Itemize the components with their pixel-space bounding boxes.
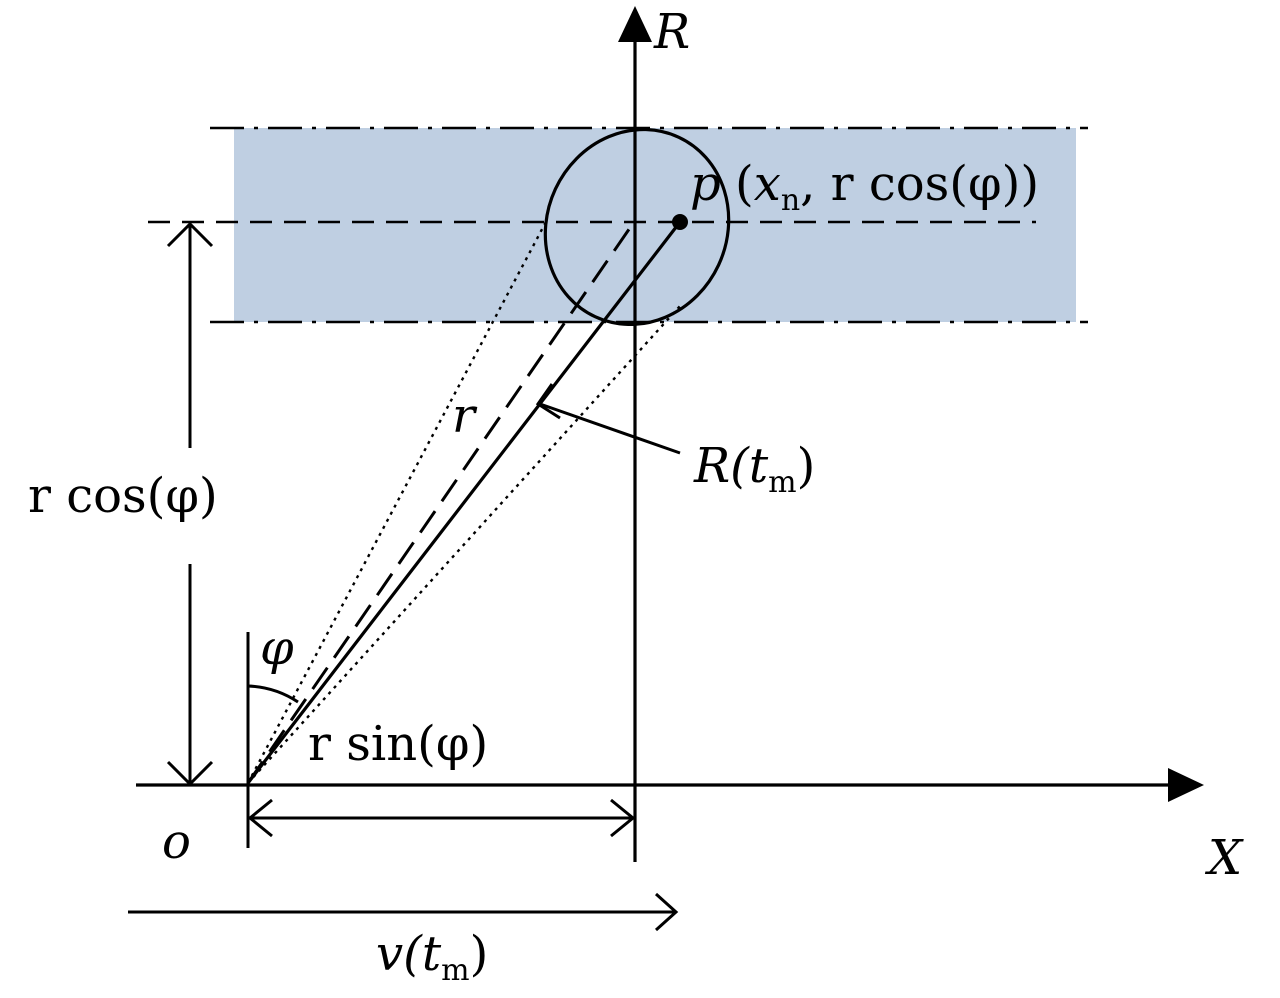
point-coord-sep: , bbox=[800, 156, 831, 212]
range-label-sub: m bbox=[768, 465, 796, 500]
r-axis-arrowhead bbox=[618, 6, 652, 42]
height-label: r cos(φ) bbox=[28, 468, 218, 524]
point-coord-close: ) bbox=[1020, 156, 1039, 212]
velocity-label-close: ) bbox=[470, 926, 489, 982]
range-label-fn: R(t bbox=[693, 438, 769, 494]
target-ellipse bbox=[543, 127, 731, 327]
velocity-arrowhead bbox=[654, 892, 679, 932]
x-axis-arrowhead bbox=[1168, 768, 1204, 802]
velocity-label-fn: v(t bbox=[376, 926, 442, 982]
beam-edge-upper bbox=[246, 217, 550, 784]
offset-label: r sin(φ) bbox=[308, 716, 488, 772]
point-coord-open: ( bbox=[735, 156, 754, 212]
range-leader-line bbox=[539, 402, 681, 455]
r-axis-label: R bbox=[653, 4, 690, 60]
height-arrowhead-bottom bbox=[166, 760, 214, 787]
range-label: R(tm) bbox=[693, 438, 815, 500]
target-point bbox=[672, 214, 688, 230]
point-coord-x: x bbox=[754, 156, 781, 212]
swath-band bbox=[234, 128, 1076, 322]
velocity-label: v(tm) bbox=[376, 926, 488, 988]
range-leader-arrowhead bbox=[535, 383, 561, 420]
point-name-label: p bbox=[690, 156, 721, 212]
point-coord-y: r cos(φ) bbox=[831, 156, 1021, 212]
offset-arrowhead-left bbox=[247, 798, 273, 838]
beam-edge-lower bbox=[247, 305, 681, 784]
offset-arrowhead-right bbox=[610, 798, 636, 838]
x-axis-label: X bbox=[1204, 830, 1244, 886]
angle-arc bbox=[247, 684, 299, 704]
angle-label: φ bbox=[260, 620, 294, 676]
slant-range-label: r bbox=[452, 388, 478, 444]
point-coordinates-label: (xn, r cos(φ)) bbox=[735, 156, 1039, 218]
point-coord-x-sub: n bbox=[781, 183, 800, 218]
instant-range-line bbox=[246, 221, 682, 784]
range-label-close: ) bbox=[797, 438, 816, 494]
origin-label: o bbox=[162, 814, 191, 870]
velocity-label-sub: m bbox=[441, 953, 469, 988]
height-arrowhead-top bbox=[166, 221, 214, 248]
